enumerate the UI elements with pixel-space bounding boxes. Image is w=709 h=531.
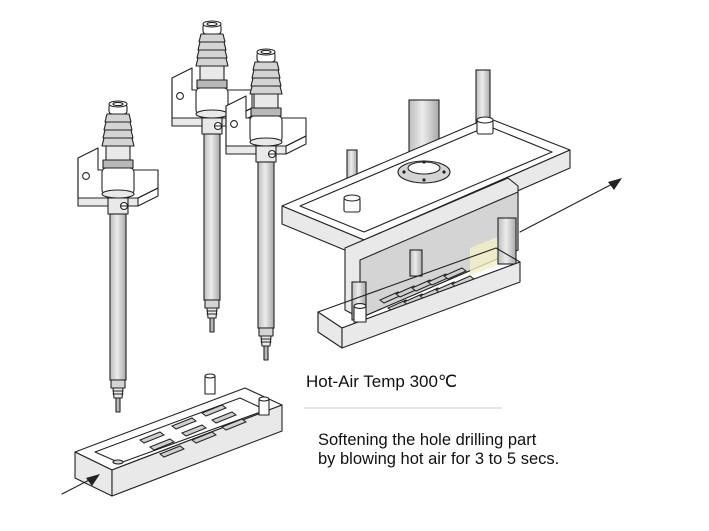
airflow-arrow-right [519, 178, 622, 233]
press-head-right [281, 69, 571, 349]
nozzle-center [171, 20, 253, 333]
process-description: Softening the hole drilling part by blow… [318, 431, 559, 469]
temperature-label: Hot-Air Temp 300℃ [306, 372, 458, 391]
description-line-1: Softening the hole drilling part [318, 431, 537, 449]
airflow-arrow-left [61, 474, 100, 495]
nozzle-left [77, 100, 159, 413]
description-line-2: by blowing hot air for 3 to 5 secs. [318, 450, 560, 468]
workpiece-plate-left [74, 373, 283, 497]
